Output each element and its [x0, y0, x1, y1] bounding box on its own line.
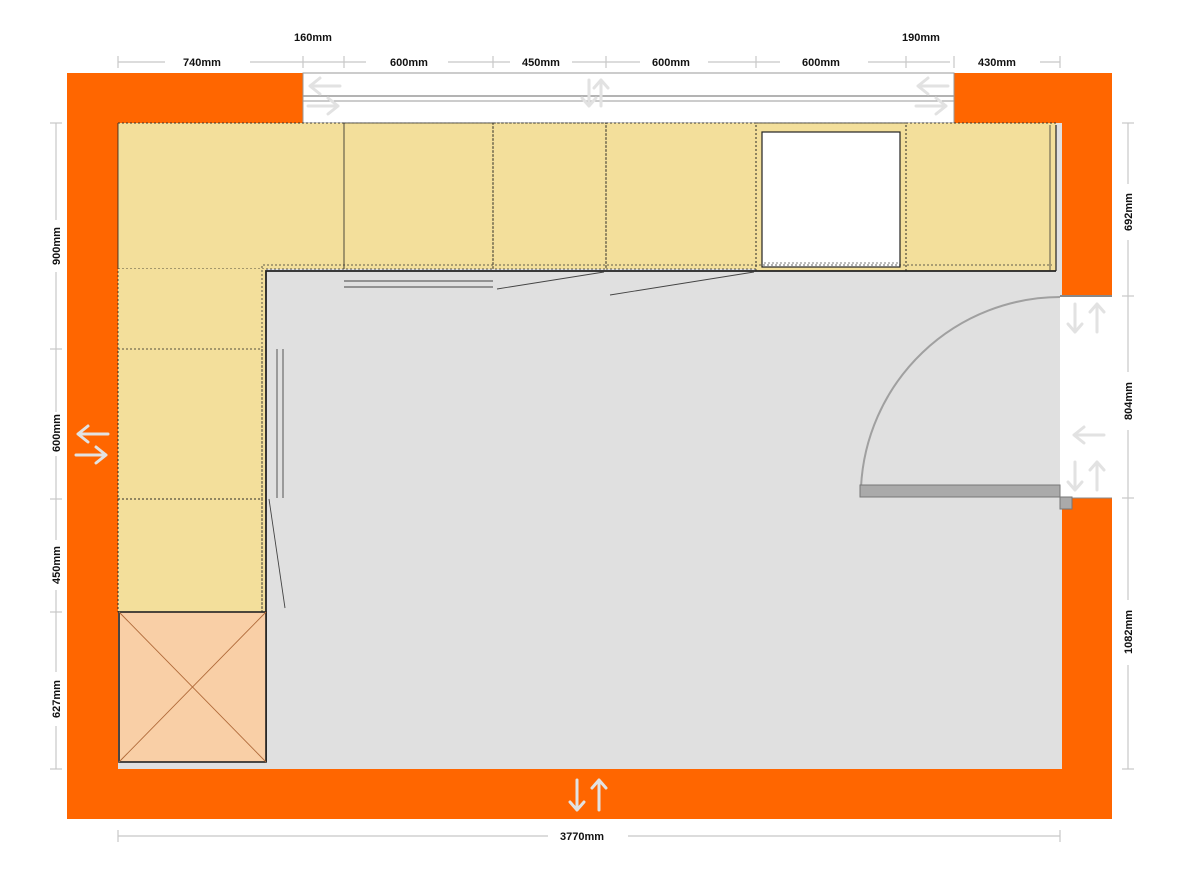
cabinet-unit[interactable]: [493, 123, 606, 269]
cabinet-unit[interactable]: [118, 123, 344, 269]
cabinet-unit[interactable]: [606, 123, 756, 269]
cabinet-unit[interactable]: [118, 499, 266, 612]
dim-label: 600mm: [51, 414, 63, 452]
dim-label: 627mm: [51, 680, 63, 718]
dim-label: 1082mm: [1123, 610, 1135, 654]
corner-unit-cross-icon[interactable]: [118, 611, 267, 763]
top-cabinet-run: [117, 122, 1057, 272]
dim-label: 692mm: [1123, 193, 1135, 231]
worktop-edge: [118, 122, 1057, 762]
appliance-unit[interactable]: [761, 131, 901, 268]
right-door-opening[interactable]: [1060, 295, 1112, 499]
dim-top-lower: 740mm 600mm 450mm 600mm 600mm 430mm: [117, 56, 1061, 69]
dim-label: 804mm: [1123, 382, 1135, 420]
dimension-annotations: 160mm 190mm 740mm 600mm 450mm 600mm 600m…: [50, 32, 1135, 843]
dim-bottom: 3770mm: [117, 830, 1061, 843]
door-swing-icon[interactable]: [859, 296, 1073, 510]
dim-label: 600mm: [802, 57, 840, 69]
dim-label: 190mm: [902, 32, 940, 44]
cabinet-door-swing-lines: [268, 271, 755, 609]
dim-label: 450mm: [522, 57, 560, 69]
top-window[interactable]: [302, 72, 955, 124]
dim-right: 692mm 804mm 1082mm: [1122, 122, 1135, 770]
dim-label: 740mm: [183, 57, 221, 69]
dim-label: 3770mm: [560, 831, 604, 843]
cabinet-unit[interactable]: [118, 349, 266, 499]
cabinet-unit[interactable]: [118, 269, 266, 349]
dim-label: 600mm: [652, 57, 690, 69]
move-arrows-icon: [74, 76, 1106, 812]
left-cabinet-run: [117, 123, 266, 613]
dim-label: 600mm: [390, 57, 428, 69]
cabinet-unit[interactable]: [344, 123, 493, 269]
dim-left: 900mm 600mm 450mm 627mm: [50, 122, 63, 770]
dim-label: 900mm: [51, 227, 63, 265]
cabinet-unit[interactable]: [906, 123, 1056, 271]
dim-label: 430mm: [978, 57, 1016, 69]
dim-label: 160mm: [294, 32, 332, 44]
dim-top-upper: 160mm 190mm: [294, 32, 940, 44]
dim-label: 450mm: [51, 546, 63, 584]
